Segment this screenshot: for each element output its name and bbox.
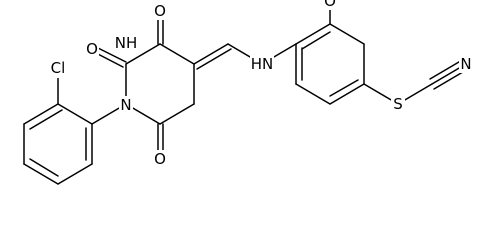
svg-text:N: N xyxy=(460,55,471,73)
atom-labels: Cl N NH O O O HN O xyxy=(46,0,473,168)
svg-text:O: O xyxy=(154,150,166,168)
bond-lines xyxy=(23,0,469,185)
atom-cl: Cl xyxy=(46,58,70,78)
svg-text:O: O xyxy=(86,40,98,58)
atom-o-top: O xyxy=(153,2,167,20)
atom-o-bottom: O xyxy=(153,150,167,168)
atom-s: S xyxy=(391,95,405,113)
atom-nh-linker: HN xyxy=(250,55,274,73)
svg-text:O: O xyxy=(154,2,166,20)
atom-o-methoxy: O xyxy=(323,0,337,10)
atom-nh-ring: NH xyxy=(115,34,138,52)
atom-n-ring: N xyxy=(119,96,133,114)
svg-text:O: O xyxy=(324,0,336,10)
svg-text:Cl: Cl xyxy=(51,59,66,77)
atom-n-nitrile: N xyxy=(459,55,473,73)
svg-text:S: S xyxy=(393,95,403,113)
atom-o-left: O xyxy=(85,40,99,58)
svg-text:NH: NH xyxy=(115,34,138,52)
svg-text:N: N xyxy=(120,96,131,114)
svg-text:HN: HN xyxy=(251,55,274,73)
chemical-structure: Cl N NH O O O HN O xyxy=(23,0,473,185)
